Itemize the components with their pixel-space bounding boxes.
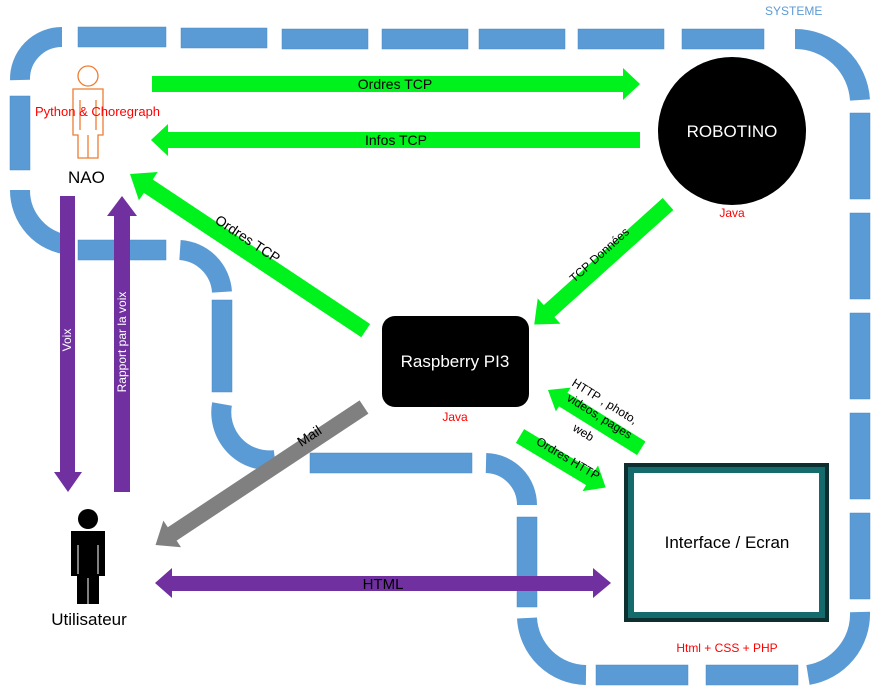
label-ordres-tcp-top: Ordres TCP (358, 76, 432, 92)
raspberry-tech: Java (442, 410, 468, 424)
interface-tech: Html + CSS + PHP (676, 641, 777, 655)
interface-screen (634, 473, 819, 612)
arrow-tcp-donnees (534, 198, 674, 325)
interface-name: Interface / Ecran (665, 533, 790, 552)
arrow-voix (54, 196, 82, 492)
robotino-name: ROBOTINO (687, 122, 778, 141)
label-voix: Voix (60, 329, 74, 352)
label-infos-tcp: Infos TCP (365, 132, 427, 148)
user-person-icon (71, 509, 105, 604)
arrow-mail (155, 400, 369, 548)
system-boundary (9, 26, 871, 686)
user-person-lines (77, 545, 99, 604)
arrow-http-photo (548, 387, 646, 456)
system-boundary-corners (9, 27, 870, 685)
nao-person-icon (72, 65, 104, 159)
user-name: Utilisateur (51, 610, 127, 629)
arrow-ordres-tcp-diag (130, 172, 371, 338)
arrow-ordres-tcp-top (152, 68, 640, 100)
robotino-node (658, 57, 806, 205)
arrow-html (155, 568, 611, 598)
robotino-tech: Java (719, 206, 745, 220)
label-rapport-voix: Rapport par la voix (115, 292, 129, 393)
arrow-infos-tcp (151, 124, 640, 156)
nao-name: NAO (68, 168, 105, 187)
nao-tech-label: Python & Choregraph (35, 104, 160, 119)
raspberry-name: Raspberry PI3 (401, 352, 510, 371)
label-html: HTML (363, 576, 404, 593)
arrow-rapport-voix (107, 196, 137, 492)
system-label: SYSTEME (765, 4, 822, 18)
raspberry-node (382, 316, 529, 407)
arrow-ordres-http (515, 429, 606, 492)
